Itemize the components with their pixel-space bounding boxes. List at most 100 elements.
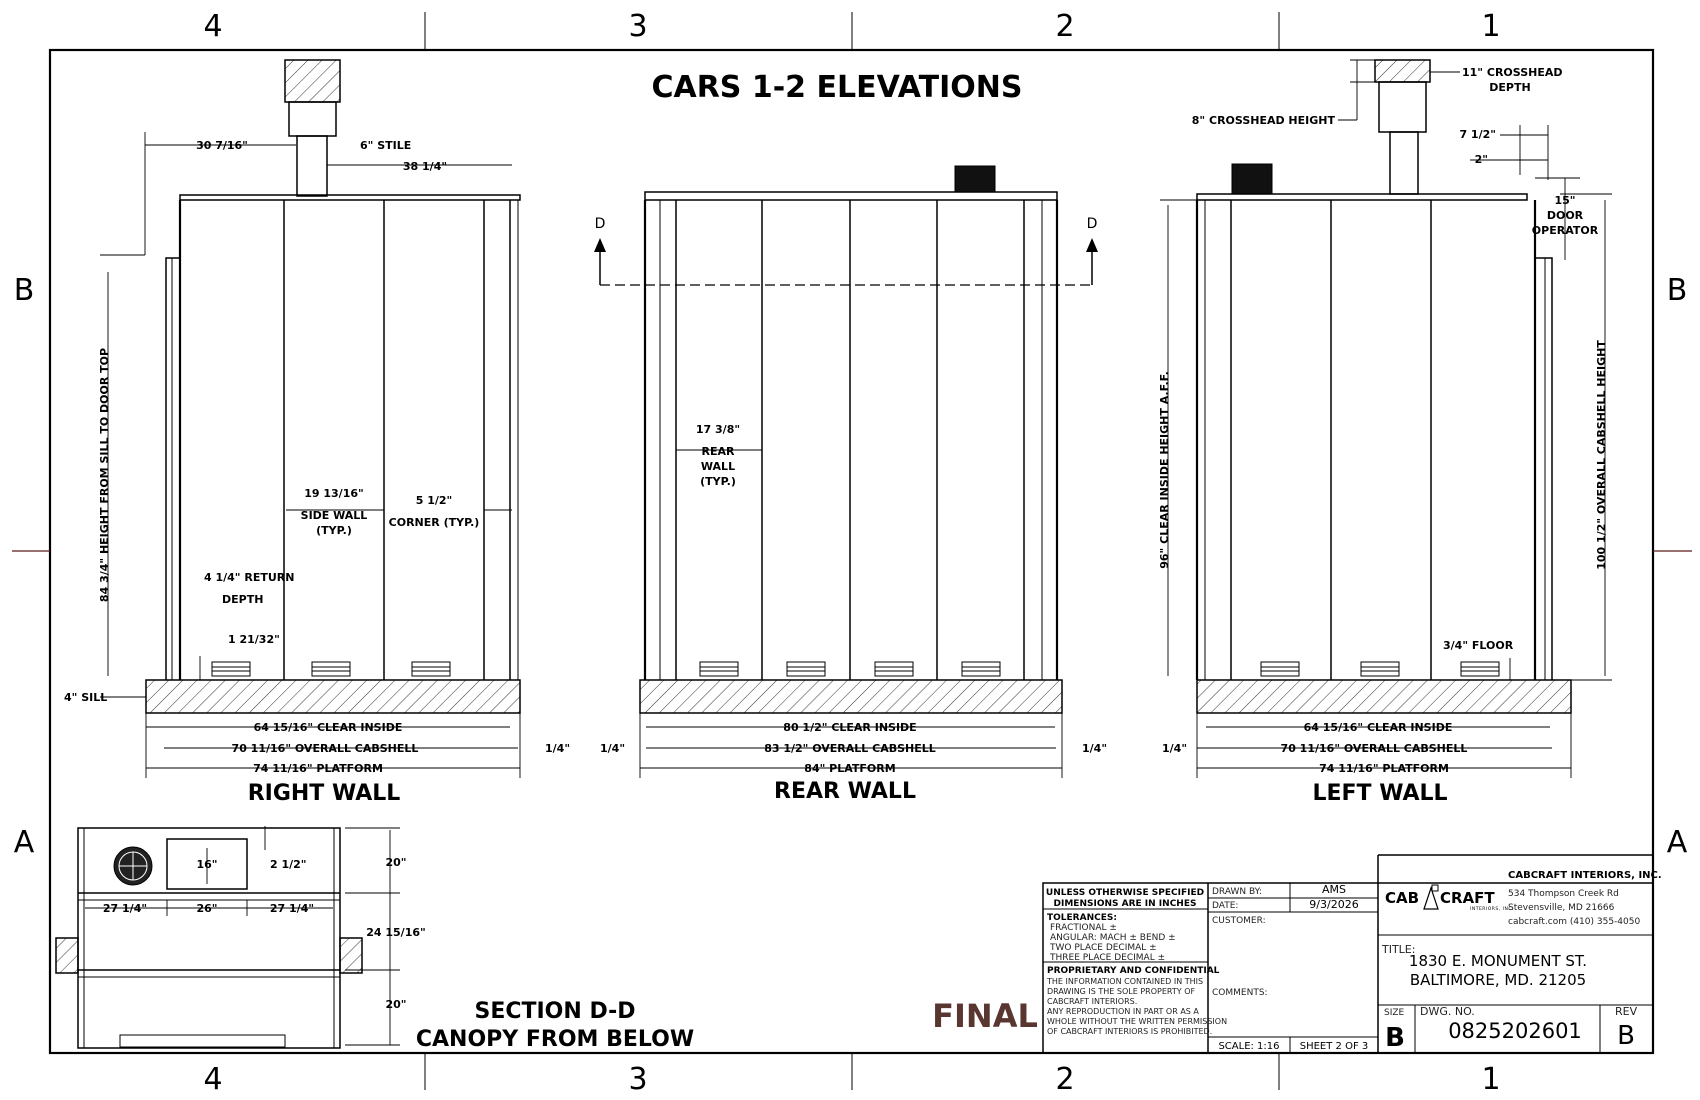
tb-proprietary-5: WHOLE WITHOUT THE WRITTEN PERMISSION [1047,1017,1227,1026]
left-wall-elevation: 11" CROSSHEAD DEPTH 8" CROSSHEAD HEIGHT … [1158,59,1612,806]
tb-rev-label: REV [1615,1005,1638,1018]
rear-wall-elevation: D D 17 3/8" REAR WALL (TYP.) 80 1/2" CLE… [594,165,1107,804]
dim-rw-platform: 74 11/16" PLATFORM [253,762,383,775]
zone-bottom-1: 4 [203,1062,222,1097]
dim-lw-clear-height: 96" CLEAR INSIDE HEIGHT A.F.F. [1158,371,1171,569]
dim-rear-quarter-left: 1/4" [600,742,625,755]
drawing-border [12,12,1692,1090]
dim-rw-corner-b: CORNER (TYP.) [389,516,480,529]
dim-sec-sixteen: 16" [196,858,217,871]
tb-proprietary-head: PROPRIETARY AND CONFIDENTIAL [1047,966,1220,976]
dim-rw-return-a: 4 1/4" RETURN [204,571,294,584]
right-wall-elevation: 30 7/16" 6" STILE 38 1/4" 84 3/4" HEIGHT… [64,59,570,806]
dim-rw-stile: 6" STILE [360,139,411,152]
rear-wall-label: REAR WALL [774,779,916,804]
tb-drawn-by: AMS [1322,883,1346,896]
tb-dwg-label: DWG. NO. [1420,1005,1475,1018]
tb-date: 9/3/2026 [1309,898,1358,911]
tb-contact: cabcraft.com (410) 355-4050 [1508,917,1640,927]
svg-text:CAB: CAB [1385,889,1419,907]
tb-two-place: TWO PLACE DECIMAL ± [1049,943,1157,953]
dim-rw-side-wall-c: (TYP.) [316,524,352,537]
tb-company: CABCRAFT INTERIORS, INC. [1508,870,1662,881]
dim-rw-side-wall-b: SIDE WALL [301,509,368,522]
tb-proprietary-4: ANY REPRODUCTION IN PART OR AS A [1047,1007,1199,1016]
dim-lw-floor: 3/4" FLOOR [1443,639,1514,652]
zone-top-4: 1 [1481,9,1500,44]
dim-rear-panel-d: (TYP.) [700,475,736,488]
section-label-a: SECTION D-D [474,999,635,1024]
tb-customer-label: CUSTOMER: [1212,916,1266,926]
dim-rw-overall: 70 11/16" OVERALL CABSHELL [232,742,419,755]
cabcraft-logo: CAB CRAFT INTERIORS, INC. [1385,884,1514,912]
dim-lw-crosshead-height: 8" CROSSHEAD HEIGHT [1192,114,1336,127]
zone-bottom-3: 2 [1055,1062,1074,1097]
tb-date-label: DATE: [1212,901,1238,911]
zone-top-3: 2 [1055,9,1074,44]
tb-drawn-by-label: DRAWN BY: [1212,887,1262,897]
dim-sec-mid-24: 24 15/16" [366,926,426,939]
status-stamp: FINAL [932,997,1038,1035]
dim-lw-overall-height: 100 1/2" OVERALL CABSHELL HEIGHT [1595,340,1608,570]
zone-right-b: B [1667,273,1688,308]
tb-fractional: FRACTIONAL ± [1050,923,1117,933]
dim-rw-clear-inside: 64 15/16" CLEAR INSIDE [254,721,403,734]
dim-rear-panel-c: WALL [701,460,735,473]
dim-rw-stile-right: 38 1/4" [403,160,447,173]
zone-labels: 4 3 2 1 4 3 2 1 B A B A [14,9,1688,1097]
tb-proprietary-2: DRAWING IS THE SOLE PROPERTY OF [1047,987,1195,996]
dim-rear-panel-b: REAR [702,445,735,458]
tb-title-1: 1830 E. MONUMENT ST. [1409,952,1587,970]
title-block: UNLESS OTHERWISE SPECIFIED DIMENSIONS AR… [1042,854,1662,1054]
tb-rev: B [1617,1021,1635,1051]
dim-sec-top-20: 20" [385,856,406,869]
zone-left-a: A [14,825,35,860]
section-mark-right: D [1087,216,1098,232]
dim-lw-door-op-c: OPERATOR [1532,224,1599,237]
dim-rw-sill-height: 84 3/4" HEIGHT FROM SILL TO DOOR TOP [98,348,111,602]
dim-sec-left-27: 27 1/4" [103,902,147,915]
svg-text:CRAFT: CRAFT [1440,889,1495,907]
zone-top-1: 4 [203,9,222,44]
tb-address-1: 534 Thompson Creek Rd [1508,889,1619,899]
dim-lw-crosshead-depth-b: DEPTH [1489,81,1530,94]
dim-rw-sill: 4" SILL [64,691,107,704]
dim-sec-right-27: 27 1/4" [270,902,314,915]
tb-dwg-no: 0825202601 [1448,1019,1582,1043]
drawing-title: CARS 1-2 ELEVATIONS [651,70,1022,105]
section-dd-canopy: 16" 2 1/2" 27 1/4" 26" 27 1/4" 20" 24 15… [55,826,694,1052]
dim-rear-panel-a: 17 3/8" [696,423,740,436]
zone-right-a: A [1667,825,1688,860]
tb-proprietary-1: THE INFORMATION CONTAINED IN THIS [1046,977,1203,986]
dim-rw-quarter: 1/4" [545,742,570,755]
left-wall-label: LEFT WALL [1312,781,1447,806]
dim-lw-seven-half: 7 1/2" [1459,128,1496,141]
tb-scale: SCALE: 1:16 [1218,1041,1279,1052]
section-label-b: CANOPY FROM BELOW [416,1027,694,1052]
tb-size-label: SIZE [1384,1008,1405,1018]
dim-lw-overall: 70 11/16" OVERALL CABSHELL [1281,742,1468,755]
zone-left-b: B [14,273,35,308]
tb-three-place: THREE PLACE DECIMAL ± [1049,953,1165,963]
right-wall-label: RIGHT WALL [248,781,401,806]
tb-title-2: BALTIMORE, MD. 21205 [1410,971,1586,989]
dim-lw-clear-inside: 64 15/16" CLEAR INSIDE [1304,721,1453,734]
dim-rear-clear-inside: 80 1/2" CLEAR INSIDE [783,721,916,734]
dim-lw-door-op-b: DOOR [1547,209,1584,222]
dim-sec-bot-20: 20" [385,998,406,1011]
zone-bottom-2: 3 [628,1062,647,1097]
tb-proprietary-3: CABCRAFT INTERIORS. [1047,997,1137,1006]
tb-sheet: SHEET 2 OF 3 [1300,1041,1369,1052]
dim-sec-mid-26: 26" [196,902,217,915]
tb-title-label: TITLE: [1381,943,1415,956]
dim-sec-two-half: 2 1/2" [270,858,307,871]
zone-bottom-4: 1 [1481,1062,1500,1097]
svg-text:INTERIORS, INC.: INTERIORS, INC. [1470,906,1514,912]
dim-lw-platform: 74 11/16" PLATFORM [1319,762,1449,775]
dim-rear-platform: 84" PLATFORM [804,762,895,775]
section-mark-left: D [595,216,606,232]
tb-address-2: Stevensville, MD 21666 [1508,903,1615,913]
tb-size: B [1385,1023,1405,1053]
dim-lw-crosshead-depth-a: 11" CROSSHEAD [1462,66,1562,79]
